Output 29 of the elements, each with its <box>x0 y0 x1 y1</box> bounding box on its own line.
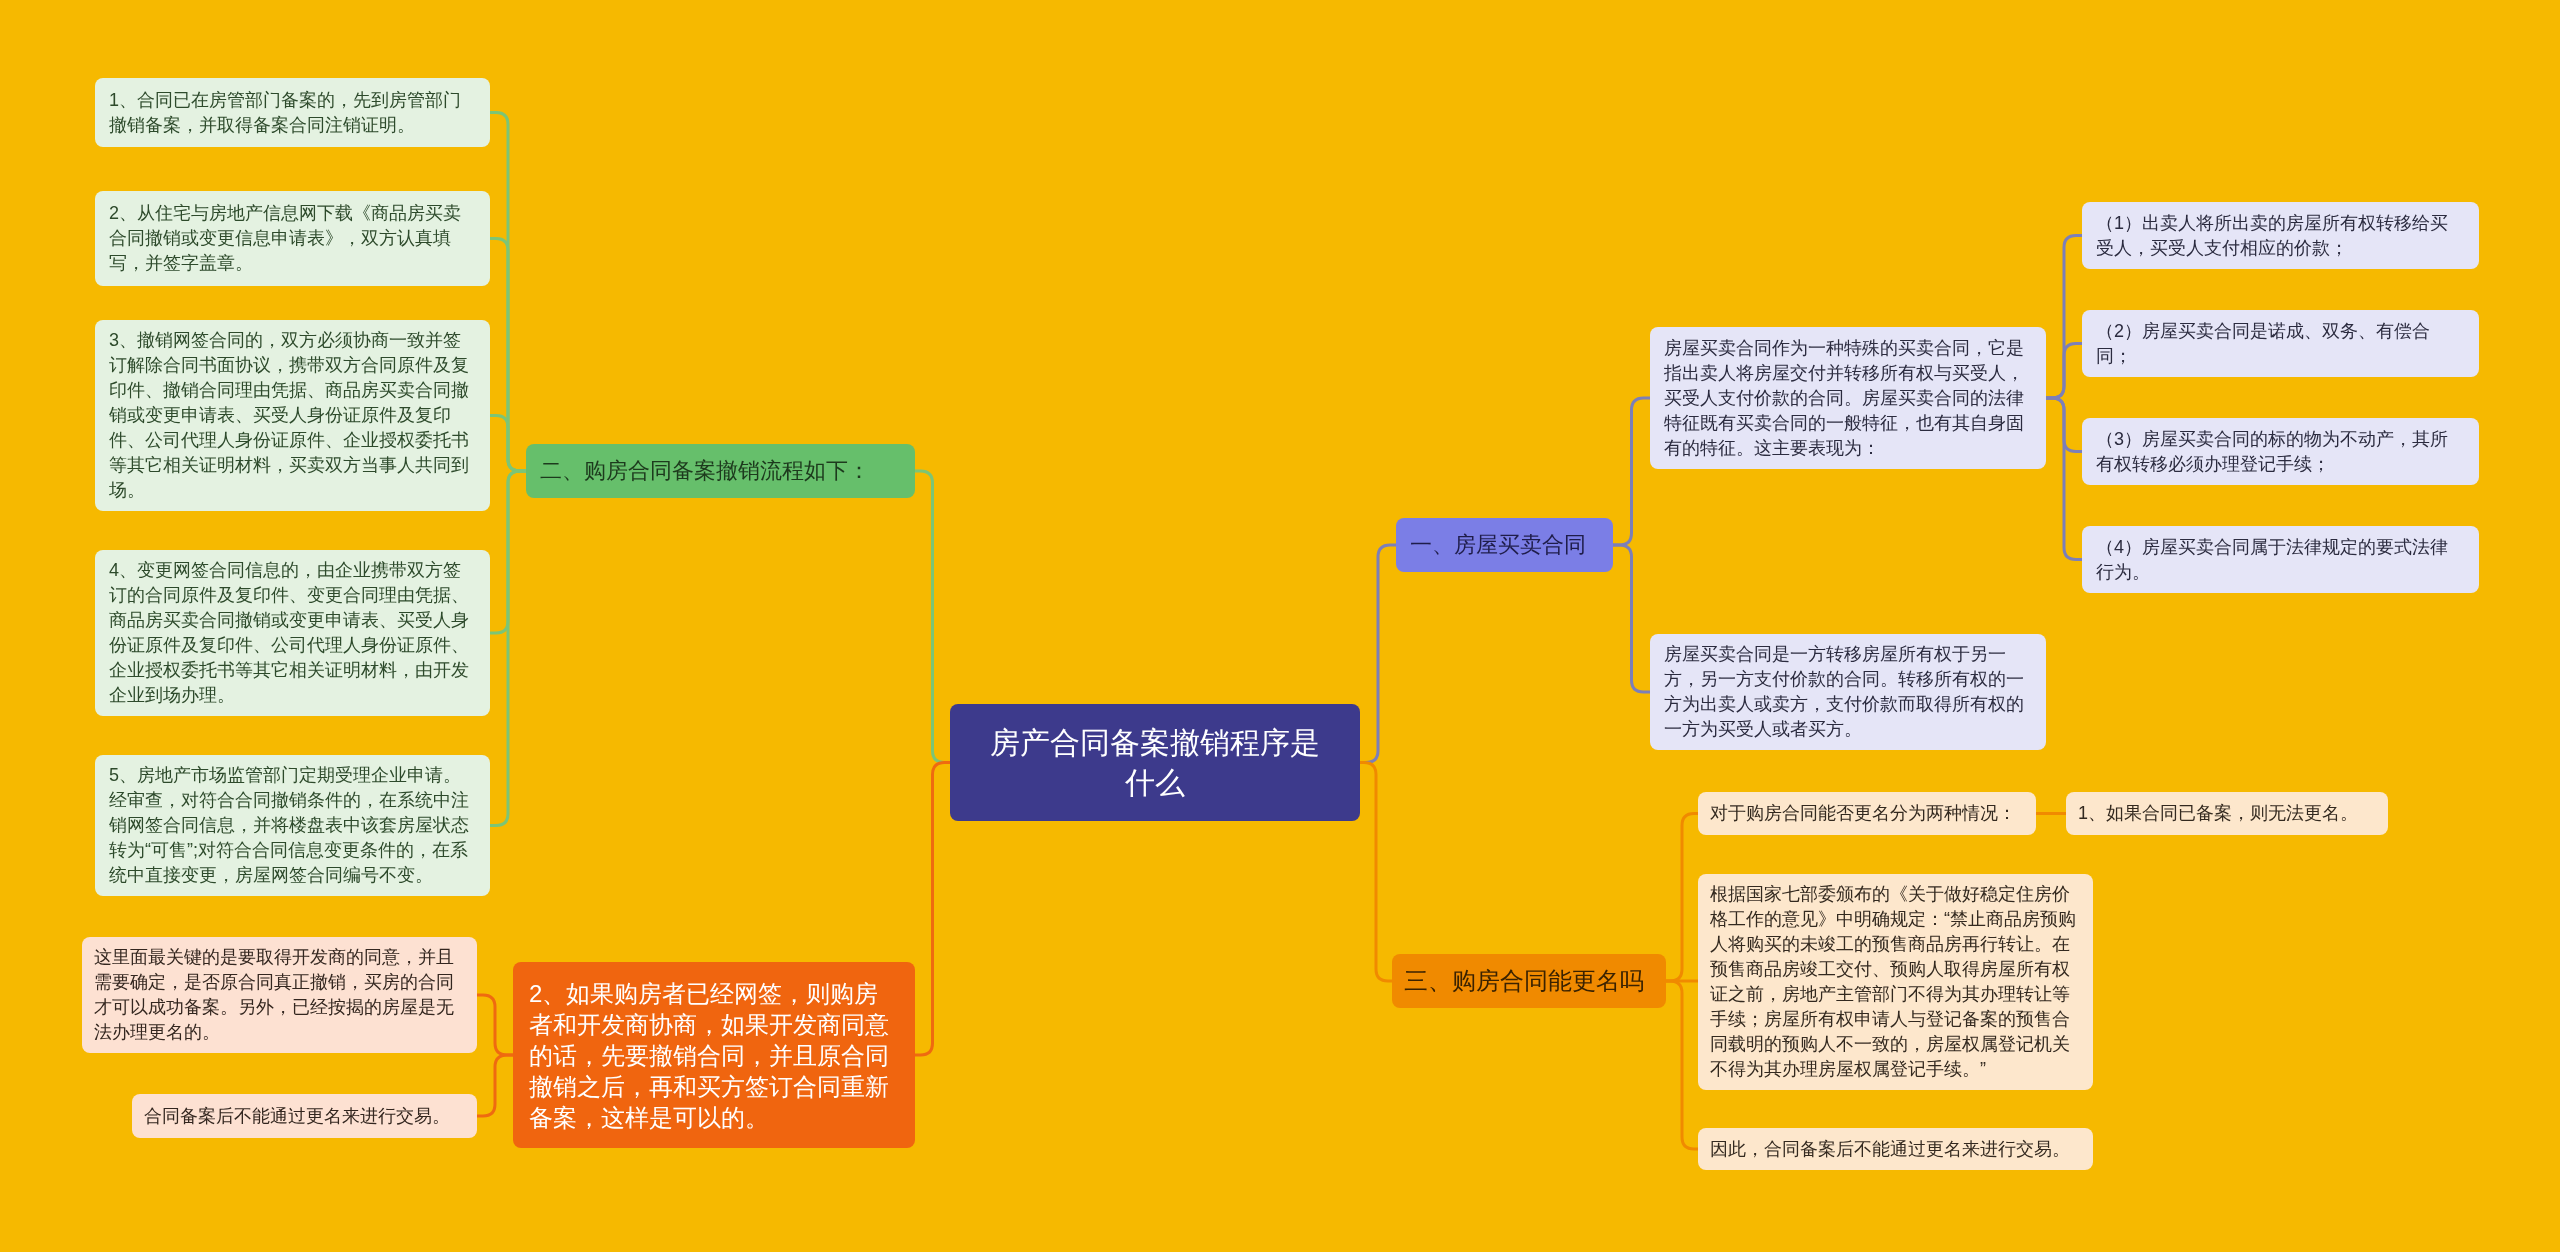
subtopic-card: 5、房地产市场监管部门定期受理企业申请。经审查，对符合合同撤销条件的，在系统中注销网签合同信息，并将楼盘表中该套房屋状态转为“可售”;对符合合同信息变更条件的，在系统中直接变更，房屋网签合同编号不变。 <box>95 755 490 896</box>
subtopic-card: 3、撤销网签合同的，双方必须协商一致并签订解除合同书面协议，携带双方合同原件及复印件、撤销合同理由凭据、商品房买卖合同撤销或变更申请表、买受人身份证原件及复印件、公司代理人身份证原件、企业授权委托书等其它相关证明材料，买卖双方当事人共同到场。 <box>95 320 490 511</box>
subtopic-card: 房屋买卖合同作为一种特殊的买卖合同，它是指出卖人将房屋交付并转移所有权与买受人，买受人支付价款的合同。房屋买卖合同的法律特征既有买卖合同的一般特征，也有其自身固有的特征。这主要表现为： <box>1650 327 2046 469</box>
connector-line <box>490 469 526 827</box>
subtopic-card: 根据国家七部委颁布的《关于做好稳定住房价格工作的意见》中明确规定：“禁止商品房预购人将购买的未竣工的预售商品房再行转让。在预售商品房竣工交付、预购人取得房屋所有权证之前，房地产主管部门不得为其办理转让等手续；房屋所有权申请人与登记备案的预售合同载明的预购人不一致的，房屋权属登记机关不得为其办理房屋权属登记手续。” <box>1698 874 2093 1090</box>
subtopic-card: 2、从住宅与房地产信息网下载《商品房买卖合同撤销或变更信息申请表》，双方认真填写，并签字盖章。 <box>95 191 490 286</box>
branch-topic: 一、房屋买卖合同 <box>1396 518 1613 572</box>
subtopic-card: （4）房屋买卖合同属于法律规定的要式法律行为。 <box>2082 526 2479 593</box>
connector-line <box>477 1053 513 1118</box>
connector-line <box>1613 543 1650 694</box>
subtopic-card: 对于购房合同能否更名分为两种情况： <box>1698 792 2036 835</box>
subtopic-card: 房屋买卖合同是一方转移房屋所有权于另一方，另一方支付价款的合同。转移所有权的一方为出卖人或卖方，支付价款而取得所有权的一方为买受人或者买方。 <box>1650 634 2046 750</box>
subtopic-card: 1、如果合同已备案，则无法更名。 <box>2066 792 2388 835</box>
connector-line <box>1666 979 1698 1151</box>
branch-topic: 2、如果购房者已经网签，则购房者和开发商协商，如果开发商同意的话，先要撤销合同，并且原合同撤销之后，再和买方签订合同重新备案，这样是可以的。 <box>513 962 915 1148</box>
branch-topic: 二、购房合同备案撤销流程如下： <box>526 444 915 498</box>
subtopic-card: 1、合同已在房管部门备案的，先到房管部门撤销备案，并取得备案合同注销证明。 <box>95 78 490 147</box>
subtopic-card: 合同备案后不能通过更名来进行交易。 <box>132 1094 477 1138</box>
subtopic-card: （3）房屋买卖合同的标的物为不动产，其所有权转移必须办理登记手续； <box>2082 418 2479 485</box>
subtopic-card: 因此，合同备案后不能通过更名来进行交易。 <box>1698 1128 2093 1170</box>
subtopic-card: （1）出卖人将所出卖的房屋所有权转移给买受人，买受人支付相应的价款； <box>2082 202 2479 269</box>
subtopic-card: （2）房屋买卖合同是诺成、双务、有偿合同； <box>2082 310 2479 377</box>
branch-topic: 三、购房合同能更名吗 <box>1392 954 1666 1008</box>
subtopic-card: 4、变更网签合同信息的，由企业携带双方签订的合同原件及复印件、变更合同理由凭据、商品房买卖合同撤销或变更申请表、买受人身份证原件及复印件、公司代理人身份证原件、企业授权委托书等其它相关证明材料，由开发企业到场办理。 <box>95 550 490 716</box>
subtopic-card: 这里面最关键的是要取得开发商的同意，并且需要确定，是否原合同真正撤销，买房的合同才可以成功备案。另外，已经按揭的房屋是无法办理更名的。 <box>82 937 477 1053</box>
connector-line <box>2036 812 2066 815</box>
connector-line <box>2046 396 2082 561</box>
central-topic: 房产合同备案撤销程序是什么 <box>950 704 1360 821</box>
connector-line <box>1360 761 1392 983</box>
